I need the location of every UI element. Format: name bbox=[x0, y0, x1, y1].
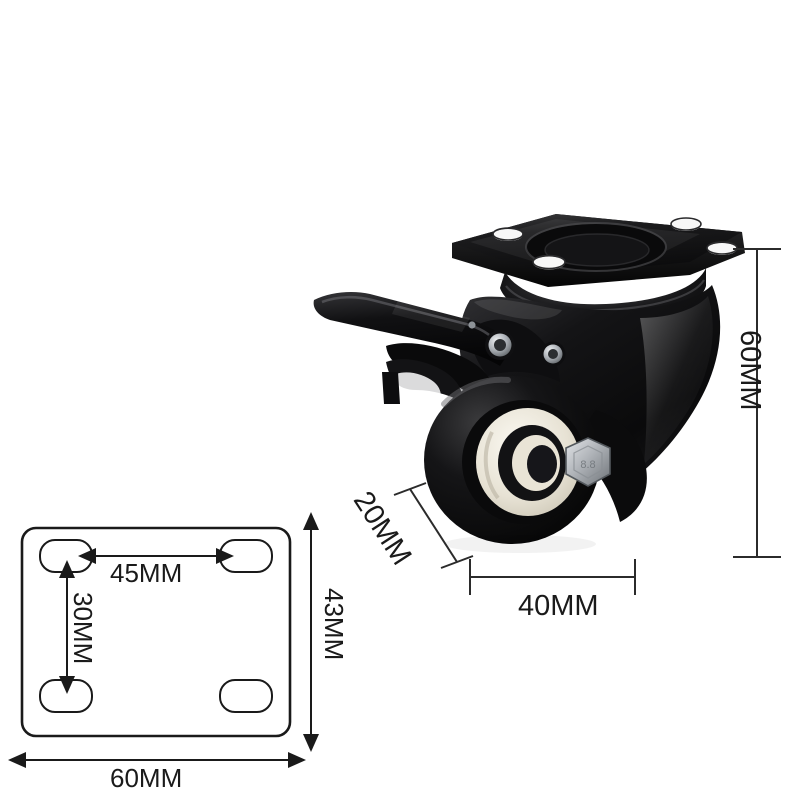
dimline-wheel-width-20mm bbox=[393, 482, 474, 569]
pu-wheel bbox=[424, 376, 600, 544]
dimension-label-plate-width: 43MM bbox=[319, 588, 349, 661]
top-mounting-plate bbox=[452, 214, 745, 287]
hex-axle-bolt: 8.8 bbox=[565, 437, 611, 487]
dimension-label-wheel-diameter: 40MM bbox=[518, 590, 599, 622]
brake-cam-rivets bbox=[468, 321, 566, 367]
dimension-label-plate-length: 60MM bbox=[110, 763, 183, 793]
plate-outline bbox=[20, 526, 292, 738]
dimension-label-bolt-spacing-long: 45MM bbox=[110, 558, 183, 588]
fork-body bbox=[459, 285, 721, 522]
dimline-height-60mm bbox=[733, 248, 781, 558]
svg-text:8.8: 8.8 bbox=[580, 459, 595, 471]
dimline-wheel-diameter-40mm bbox=[469, 559, 636, 595]
dimension-label-bolt-spacing-short: 30MM bbox=[68, 592, 98, 665]
plate-bolt-holes bbox=[492, 217, 738, 270]
